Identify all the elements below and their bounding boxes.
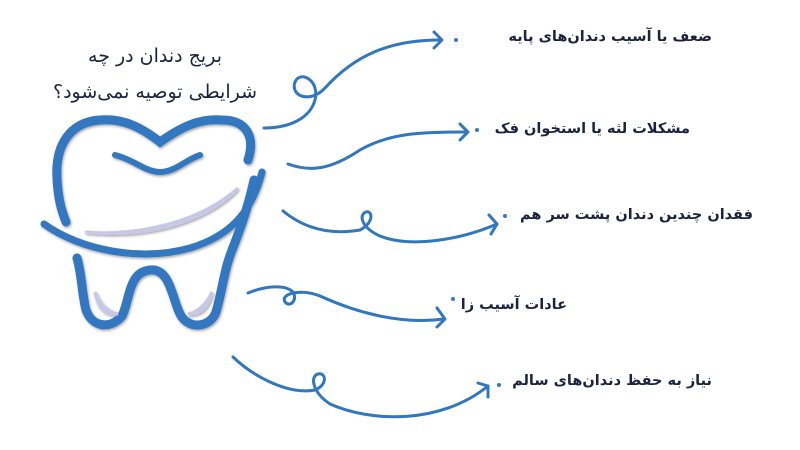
bullet-dot-4 (451, 297, 455, 301)
bullet-dot-5 (497, 383, 501, 387)
arrow-3 (281, 209, 499, 244)
title-line-1: بریج دندان در چه (88, 45, 222, 67)
bullet-dot-1 (454, 38, 458, 42)
tooth-icon (40, 115, 266, 330)
arrow-4 (246, 285, 447, 329)
title-line-2: شرایطی توصیه نمی‌شود؟ (52, 81, 258, 103)
list-item-4: عادات آسیب زا (460, 297, 567, 313)
bullet-dot-3 (503, 214, 507, 218)
bullet-dot-2 (475, 128, 479, 132)
list-item-2: مشکلات لثه یا استخوان فک (494, 121, 690, 137)
list-item-1: ضعف یا آسیب دندان‌های پایه (508, 29, 712, 45)
page-title: بریج دندان در چه شرایطی توصیه نمی‌شود؟ (40, 38, 270, 110)
list-item-3: فقدان چندین دندان پشت سر هم (520, 207, 753, 223)
arrow-1 (262, 30, 444, 130)
arrow-2 (286, 122, 470, 170)
list-item-5: نیاز به حفظ دندان‌های سالم (512, 373, 712, 389)
arrow-5 (231, 355, 490, 419)
